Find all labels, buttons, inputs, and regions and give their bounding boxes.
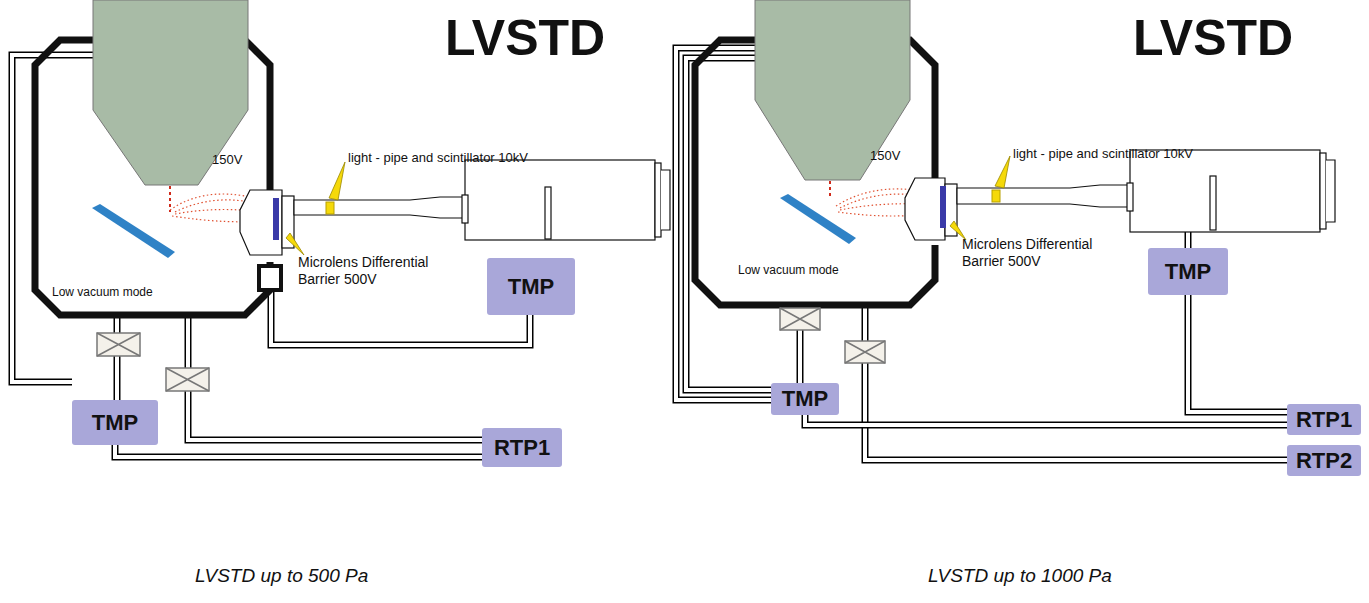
caption: LVSTD up to 1000 Pa <box>928 565 1112 588</box>
electron-column <box>93 0 248 185</box>
part-label: light - pipe and scintillator 10kV <box>1013 146 1193 162</box>
pointer <box>286 233 304 255</box>
pump-label: TMP <box>782 386 828 412</box>
pump-box: RTP1 <box>482 428 562 467</box>
voltage-label: 150V <box>212 152 242 168</box>
pipe-connector <box>1188 295 1287 412</box>
pump-label: RTP2 <box>1296 448 1352 474</box>
pump-label: RTP1 <box>494 435 550 461</box>
port <box>259 266 281 290</box>
valve <box>97 308 885 391</box>
pipe-connector <box>115 445 482 457</box>
electron-column <box>755 0 910 180</box>
title: LVSTD <box>445 8 605 68</box>
scintillator <box>326 202 334 214</box>
pump-label: RTP1 <box>1296 407 1352 433</box>
pump-label: TMP <box>92 410 138 436</box>
pump-box: TMP <box>72 400 158 445</box>
part-label: Microlens Differential Barrier 500V <box>962 236 1132 270</box>
mode-label: Low vacuum mode <box>52 285 153 299</box>
part-label: Microlens Differential Barrier 500V <box>298 254 468 288</box>
detector <box>240 160 670 255</box>
pointer <box>329 162 345 200</box>
scintillator <box>992 190 1000 202</box>
detector <box>905 150 1335 240</box>
part-label: light - pipe and scintillator 10kV <box>348 150 528 166</box>
pump-box: RTP1 <box>1287 404 1361 435</box>
pump-box: RTP2 <box>1287 445 1361 476</box>
pointer <box>995 156 1010 188</box>
sample <box>92 204 175 258</box>
pipe-stroke <box>1188 295 1287 412</box>
pump-label: TMP <box>508 274 554 300</box>
pipe-stroke <box>805 415 1287 425</box>
pump-label: TMP <box>1165 259 1211 285</box>
sample <box>780 194 856 244</box>
pump-box: TMP <box>487 258 575 315</box>
mode-label: Low vacuum mode <box>738 263 839 277</box>
pipe-stroke <box>115 445 482 457</box>
pipe-stroke <box>1188 295 1287 412</box>
voltage-label: 150V <box>870 148 900 164</box>
pipe-stroke <box>115 445 482 457</box>
microlens-barrier <box>940 186 946 228</box>
pipe-stroke <box>805 415 1287 425</box>
pump-box: TMP <box>771 383 839 415</box>
pump-box: TMP <box>1148 248 1228 295</box>
caption: LVSTD up to 500 Pa <box>195 565 368 588</box>
microlens-barrier <box>273 198 279 240</box>
pipe-connector <box>805 415 1287 425</box>
title: LVSTD <box>1133 8 1293 68</box>
